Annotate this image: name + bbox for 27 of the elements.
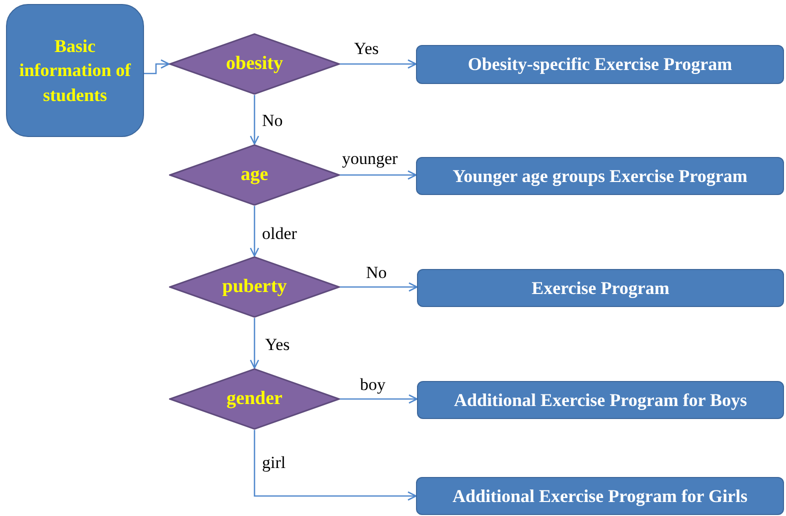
edge-label: boy — [358, 375, 388, 394]
box-label: Basic information of students — [18, 35, 132, 107]
process-box — [416, 45, 784, 84]
process-box — [417, 381, 784, 419]
box-label: Exercise Program — [532, 276, 670, 300]
start-box — [6, 4, 144, 137]
arrow — [340, 282, 418, 292]
box-label: Obesity-specific Exercise Program — [468, 53, 732, 76]
box-label: Additional Exercise Program for Boys — [454, 388, 747, 412]
arrow — [254, 430, 417, 501]
process-box — [417, 269, 784, 307]
process-box — [416, 157, 784, 195]
box-label: Younger age groups Exercise Program — [452, 164, 748, 188]
arrow — [340, 170, 417, 180]
decision-label: age — [240, 163, 268, 188]
arrow — [250, 206, 260, 257]
arrow — [250, 95, 260, 145]
arrow — [340, 59, 417, 69]
arrow — [340, 394, 418, 404]
box-label: Additional Exercise Program for Girls — [452, 484, 748, 508]
decision-label: gender — [226, 387, 282, 412]
decision-label: puberty — [222, 275, 287, 300]
decision-label: obesity — [226, 52, 283, 76]
arrow — [144, 59, 170, 74]
edge-label: girl — [260, 453, 288, 472]
arrow — [250, 318, 260, 369]
process-box — [416, 477, 784, 515]
